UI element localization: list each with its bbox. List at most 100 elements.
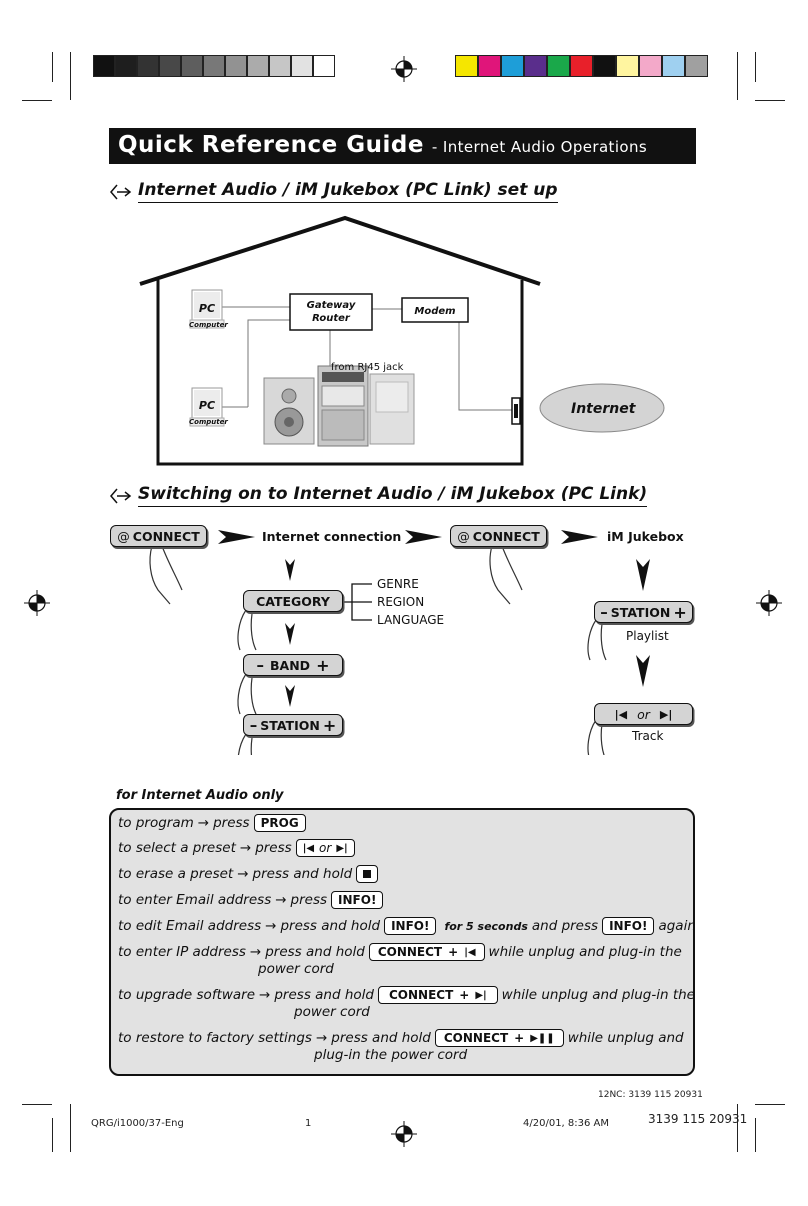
arrow-right-icon: → xyxy=(315,1030,328,1046)
registration-target-icon xyxy=(24,590,50,616)
color-swatch xyxy=(639,55,662,77)
skip-next-icon: ▶| xyxy=(659,707,673,721)
at-icon: @ xyxy=(457,528,470,544)
arrow-right-icon: → xyxy=(265,918,277,934)
gateway-router-box: Gateway Router xyxy=(306,300,356,324)
row-enter-ip: to enter IP address → press and hold CON… xyxy=(118,943,682,961)
at-icon: @ xyxy=(117,528,130,544)
minus-icon: – xyxy=(249,716,258,734)
info-key[interactable]: INFO! xyxy=(331,891,384,909)
skip-previous-icon: |◀ xyxy=(464,946,476,958)
skip-previous-icon: |◀ xyxy=(302,842,315,854)
connect-button[interactable]: @ CONNECT xyxy=(450,525,547,547)
minus-icon: – xyxy=(256,656,265,674)
minus-icon: – xyxy=(600,603,608,621)
pc-caption: Computer xyxy=(189,418,228,426)
connect-next-key[interactable]: CONNECT + ▶| xyxy=(377,986,498,1004)
home-network-diagram xyxy=(139,215,665,466)
gray-swatch xyxy=(137,55,159,77)
color-calibration-bar xyxy=(455,55,708,77)
doc-code: 3139 115 20931 xyxy=(648,1112,748,1126)
plus-icon: + xyxy=(316,655,330,675)
arrow-right-icon: → xyxy=(197,815,210,831)
internet-label: Internet xyxy=(571,401,636,417)
crop-mark xyxy=(755,1104,785,1105)
row-enter-ip-cont: power cord xyxy=(258,961,334,977)
gray-swatch xyxy=(181,55,203,77)
connect-previous-key[interactable]: CONNECT + |◀ xyxy=(368,943,485,961)
color-swatch xyxy=(570,55,593,77)
color-swatch xyxy=(524,55,547,77)
color-swatch xyxy=(547,55,570,77)
track-skip-button[interactable]: |◀ or ▶| xyxy=(594,703,693,725)
connect-play-pause-key[interactable]: CONNECT + ▶❚❚ xyxy=(434,1029,564,1047)
row-select-preset: to select a preset → press |◀ or ▶| xyxy=(118,839,359,857)
skip-keys[interactable]: |◀ or ▶| xyxy=(295,839,355,857)
connect-button[interactable]: @ CONNECT xyxy=(110,525,207,547)
category-button[interactable]: CATEGORY xyxy=(243,590,343,612)
duration-note: for 5 seconds xyxy=(444,919,528,933)
file-name: QRG/i1000/37-Eng xyxy=(91,1118,184,1129)
language-option: LANGUAGE xyxy=(377,613,445,627)
arrow-right-icon: → xyxy=(259,987,271,1003)
crop-mark xyxy=(22,1104,52,1105)
gray-swatch xyxy=(269,55,291,77)
pc-caption: Computer xyxy=(189,321,228,329)
station-button[interactable]: – STATION + xyxy=(243,714,343,736)
row-upgrade-software-cont: power cord xyxy=(294,1004,370,1020)
prog-key[interactable]: PROG xyxy=(253,814,306,832)
crop-mark xyxy=(737,1104,738,1152)
row-restore-factory: to restore to factory settings → press a… xyxy=(118,1029,684,1047)
skip-next-icon: ▶| xyxy=(475,989,487,1001)
band-button[interactable]: – BAND + xyxy=(243,654,343,676)
crop-mark xyxy=(52,52,53,82)
gray-swatch xyxy=(93,55,115,77)
registration-target-icon xyxy=(391,1121,417,1147)
pc-icon xyxy=(189,289,225,329)
crop-mark xyxy=(52,1118,53,1152)
grayscale-calibration-bar xyxy=(93,55,335,77)
section-heading-setup: Internet Audio / iM Jukebox (PC Link) se… xyxy=(110,180,558,203)
color-swatch xyxy=(685,55,708,77)
crop-mark xyxy=(755,100,785,101)
region-option: REGION xyxy=(377,595,425,609)
info-key[interactable]: INFO! xyxy=(602,917,655,935)
row-upgrade-software: to upgrade software → press and hold CON… xyxy=(118,986,695,1004)
arrow-right-icon: → xyxy=(237,866,249,882)
stop-icon xyxy=(363,870,372,878)
registration-target-icon xyxy=(756,590,782,616)
crop-mark xyxy=(755,1118,756,1152)
gray-swatch xyxy=(225,55,247,77)
arrow-right-icon: → xyxy=(275,892,287,908)
flow-arrows xyxy=(149,530,650,755)
arrow-right-icon: → xyxy=(239,840,252,856)
title-banner: Quick Reference Guide - Internet Audio O… xyxy=(109,128,696,164)
pc-label: PC xyxy=(198,399,216,412)
row-enter-email: to enter Email address → press INFO! xyxy=(118,891,387,909)
track-label: Track xyxy=(632,729,664,743)
gray-swatch xyxy=(159,55,181,77)
color-swatch xyxy=(593,55,616,77)
gray-swatch xyxy=(313,55,335,77)
rj45-label: from RJ45 jack xyxy=(331,362,404,373)
finger-press-icon xyxy=(149,545,607,755)
pc-label: PC xyxy=(198,302,216,315)
color-swatch xyxy=(501,55,524,77)
station-button[interactable]: – STATION + xyxy=(594,601,693,623)
panel-heading: for Internet Audio only xyxy=(116,788,284,803)
internet-connection-label: Internet connection xyxy=(262,529,402,544)
nc-code: 12NC: 3139 115 20931 xyxy=(598,1090,703,1100)
pc-icon xyxy=(189,387,225,427)
crop-mark xyxy=(737,52,738,100)
gray-swatch xyxy=(115,55,137,77)
stop-key[interactable] xyxy=(356,865,379,883)
plus-icon: + xyxy=(673,602,687,622)
skip-next-icon: ▶| xyxy=(336,842,348,854)
row-erase-preset: to erase a preset → press and hold xyxy=(118,865,382,883)
modem-box: Modem xyxy=(414,306,456,317)
info-key[interactable]: INFO! xyxy=(384,917,437,935)
page-number: 1 xyxy=(305,1118,312,1129)
arrow-bullet-icon xyxy=(110,488,132,503)
crop-mark xyxy=(70,52,71,100)
plus-icon: + xyxy=(322,715,337,735)
